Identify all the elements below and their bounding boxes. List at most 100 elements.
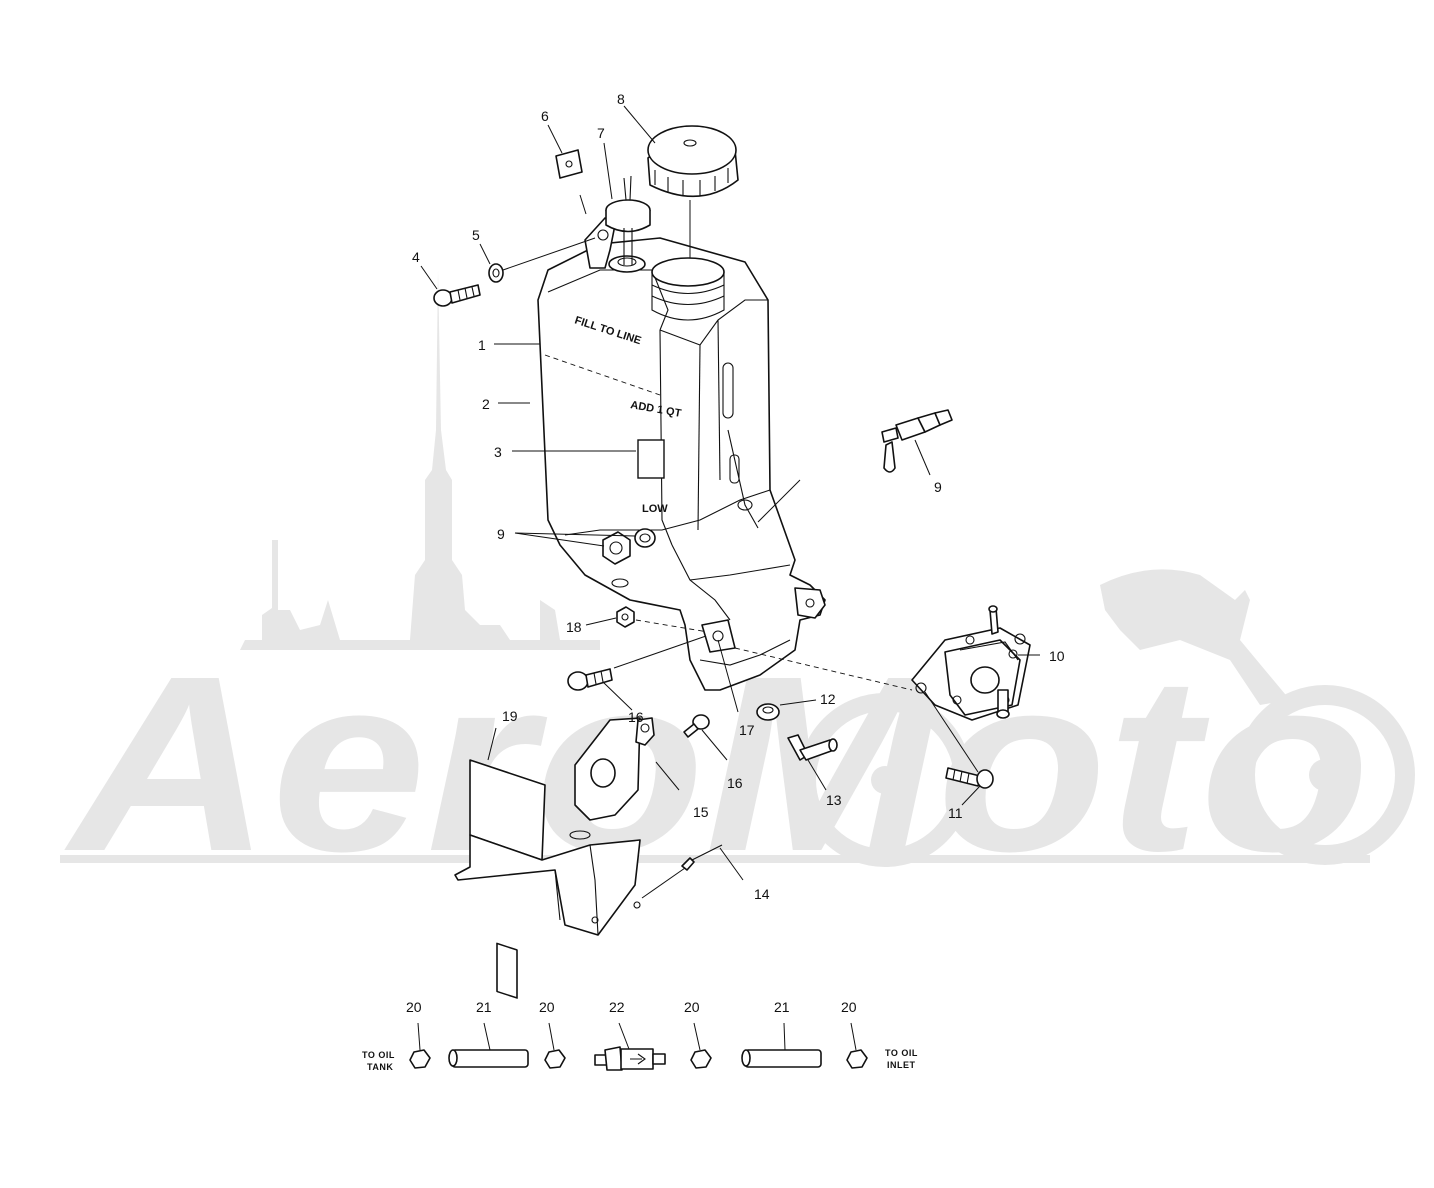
screw-16-upper-head — [567, 671, 589, 691]
callout-16-lower: 16 — [727, 775, 743, 791]
inline-filter-22 — [594, 1046, 666, 1071]
watermark-rear-hub — [1309, 759, 1341, 791]
callout-20-d: 20 — [841, 999, 857, 1015]
assembly-line-pump — [734, 647, 913, 691]
hex-nut-9-hole — [609, 541, 623, 555]
sensor-wires — [623, 175, 632, 201]
leader-15 — [655, 761, 680, 791]
leader-9a — [514, 532, 605, 547]
filter-22-outlet — [652, 1053, 666, 1065]
filler-cap-grip — [654, 168, 729, 196]
washer-5 — [488, 263, 504, 283]
callout-9-tank: 9 — [497, 526, 505, 542]
shutoff-valve-9 — [881, 409, 953, 473]
valve-barb — [934, 409, 953, 426]
callout-16-upper: 16 — [628, 709, 644, 725]
washer-9-hole — [639, 533, 651, 543]
leader-20c — [693, 1022, 701, 1051]
filler-cap — [647, 125, 739, 258]
grommet-12 — [756, 703, 780, 721]
callout-6: 6 — [541, 108, 549, 124]
flow-label-left-2: TANK — [367, 1062, 393, 1072]
tank-level-window — [637, 439, 665, 479]
clip-nut-6 — [555, 149, 583, 179]
hose-21-a-end — [448, 1049, 458, 1067]
filter-22-flow-arrow — [630, 1053, 646, 1065]
watermark-motorcycle — [1100, 569, 1290, 705]
pump-screw-2 — [1008, 649, 1018, 659]
flow-labels: TO OIL TANK TO OIL INLET — [362, 1048, 918, 1072]
fitting-nut-9 — [602, 528, 656, 565]
leader-22 — [618, 1022, 630, 1050]
level-sensor — [605, 175, 651, 265]
tank-neck — [671, 544, 731, 621]
assembly-line-nut18 — [635, 619, 709, 633]
leader-14 — [719, 847, 744, 881]
callout-17: 17 — [739, 722, 755, 738]
tank-mid-edge — [697, 344, 701, 531]
elbow-fitting-13 — [787, 734, 838, 761]
filler-neck-threads — [651, 284, 725, 305]
grommet-12-hole — [762, 706, 774, 714]
callout-18: 18 — [566, 619, 582, 635]
leader-16a — [602, 681, 633, 711]
callout-20-b: 20 — [539, 999, 555, 1015]
shield-19-rivet-1 — [591, 916, 599, 924]
leader-6b — [579, 194, 587, 215]
callout-21-b: 21 — [774, 999, 790, 1015]
hex-nut-9 — [602, 531, 631, 565]
clamp-20-b — [544, 1049, 566, 1069]
shield-19-hole — [569, 830, 591, 840]
leader-20d — [850, 1022, 857, 1051]
clip-nut-6-hole — [565, 160, 573, 168]
clamp-20-d — [846, 1049, 868, 1069]
pump-mount-hole-r — [1014, 633, 1026, 645]
screw-4 — [433, 284, 481, 307]
filler-cap-vent — [683, 139, 697, 147]
assembly-line-screw4 — [502, 237, 596, 271]
shield-19-slot — [496, 942, 518, 999]
leader-17 — [717, 639, 739, 713]
screw-16-upper-threads — [593, 670, 604, 685]
flow-label-right-1: TO OIL — [885, 1048, 918, 1058]
watermark-spire — [240, 270, 600, 650]
bolt-11 — [945, 767, 994, 789]
screw-16-lower-shank — [683, 723, 699, 738]
leader-19 — [487, 727, 497, 761]
leader-18 — [585, 617, 617, 626]
callout-numbers: 8 7 6 5 4 1 2 3 9 9 10 11 12 13 14 15 16… — [406, 91, 1065, 1015]
pump-mount-hole-l — [915, 682, 927, 694]
valve-lever — [883, 441, 896, 473]
shield-19-base — [454, 834, 641, 936]
pump-inlet-nipple — [997, 689, 1009, 713]
tank-front-edge — [659, 329, 673, 546]
pump-body-edge — [959, 641, 1019, 661]
pump-outlet-tip — [988, 605, 998, 613]
inline-filter-row — [409, 1046, 868, 1071]
decal-low: LOW — [642, 503, 668, 515]
screw-16-upper-shank — [585, 668, 613, 688]
callout-11: 11 — [948, 805, 963, 821]
screw-16-lower — [683, 714, 710, 738]
callout-22: 22 — [609, 999, 625, 1015]
flow-label-left-1: TO OIL — [362, 1050, 395, 1060]
leader-20a — [417, 1022, 421, 1051]
bracket-15-tab-hole — [640, 723, 650, 733]
washer-5-hole — [492, 268, 500, 278]
leader-21a — [483, 1022, 491, 1051]
pump-screw-3 — [952, 695, 962, 705]
tank-side-edge — [717, 319, 721, 481]
leader-13 — [807, 759, 827, 791]
callout-5: 5 — [472, 227, 480, 243]
tank-top-bracket-hole — [597, 229, 609, 241]
screw-4-threads — [457, 286, 475, 301]
tank-bottom-nipple — [611, 578, 629, 588]
leader-8 — [623, 105, 656, 144]
pin-14-shank — [691, 844, 723, 861]
bracket-15 — [574, 717, 655, 821]
pump-screw-1 — [965, 635, 975, 645]
pump-inlet-tip — [996, 709, 1010, 719]
fill-line-mark — [544, 354, 661, 396]
breather-neck — [608, 255, 646, 273]
